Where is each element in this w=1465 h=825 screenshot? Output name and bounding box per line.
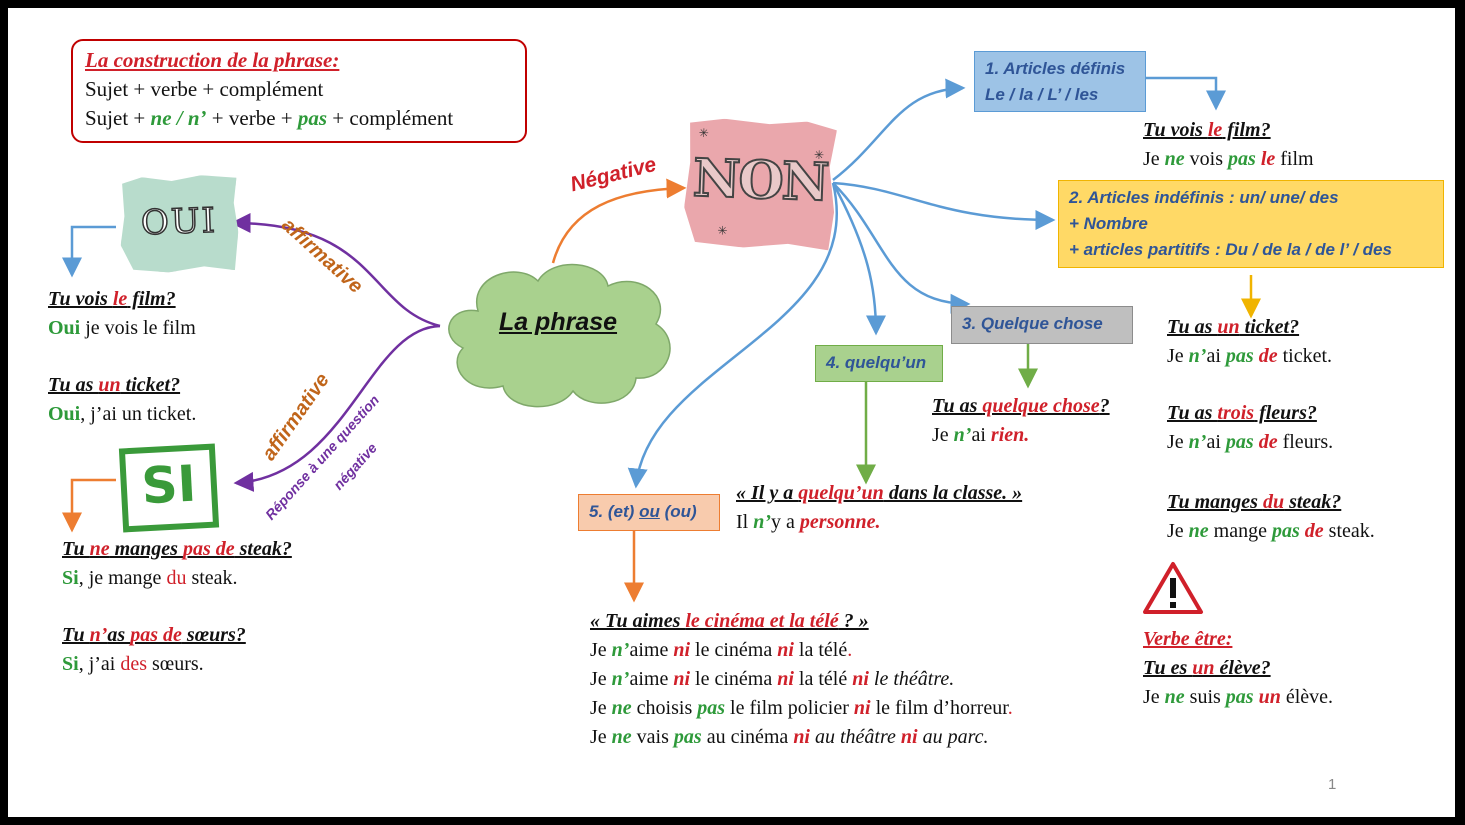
star-mark-icon: ✳: [813, 147, 825, 163]
si-answer-1: Si, je mange du steak.: [62, 567, 238, 589]
ex2-question-3: Tu manges du steak?: [1167, 491, 1342, 513]
oui-sticker: OUI: [118, 174, 239, 274]
box-quelquun: 4. quelqu’un: [815, 345, 943, 382]
ex3-question: Tu as quelque chose?: [932, 395, 1110, 417]
ex5-question: « Tu aimes le cinéma et la télé ? »: [590, 610, 869, 632]
box-1-line-2: Le / la / L’ / les: [985, 85, 1099, 104]
box-1-line-1: 1. Articles définis: [985, 59, 1126, 78]
example-3: Tu as quelque chose? Je n’ai rien.: [932, 392, 1110, 450]
star-mark-icon: ✳: [698, 125, 710, 141]
box-quelque-chose: 3. Quelque chose: [951, 306, 1133, 344]
ex2-answer-2: Je n’ai pas de fleurs.: [1167, 431, 1334, 453]
ex5-line-3: Je ne choisis pas le film policier ni le…: [590, 697, 1013, 719]
si-examples: Tu ne manges pas de steak? Si, je mange …: [62, 535, 292, 679]
si-label: SI: [140, 454, 198, 516]
ex2-answer-3: Je ne mange pas de steak.: [1167, 520, 1375, 542]
si-sticker: SI: [118, 443, 220, 533]
ex2-question-1: Tu as un ticket?: [1167, 316, 1300, 338]
verbe-etre: Verbe être: Tu es un élève? Je ne suis p…: [1143, 625, 1333, 712]
construction-line-1: Sujet + verbe + complément: [85, 77, 324, 101]
ex1-answer: Je ne vois pas le film: [1143, 148, 1314, 170]
non-sticker: NON ✳ ✳ ✳: [683, 117, 837, 250]
example-2b: Tu manges du steak? Je ne mange pas de s…: [1167, 488, 1375, 546]
slide: La construction de la phrase: Sujet + ve…: [8, 8, 1455, 817]
oui-answer-1: Oui je vois le film: [48, 317, 196, 339]
box-2-line-3: + articles partitifs : Du / de la / de l…: [1069, 240, 1392, 259]
ex4-question: « Il y a quelqu’un dans la classe. »: [736, 482, 1023, 504]
box-et-ou: 5. (et) ou (ou): [578, 494, 720, 531]
ex3-answer: Je n’ai rien.: [932, 424, 1030, 446]
box-3-label: 3. Quelque chose: [962, 314, 1103, 333]
ex5-line-4: Je ne vais pas au cinéma ni au théâtre n…: [590, 726, 989, 748]
si-answer-2: Si, j’ai des sœurs.: [62, 653, 204, 675]
star-mark-icon: ✳: [717, 223, 728, 238]
si-question-2: Tu n’as pas de sœurs?: [62, 624, 246, 646]
ex5-line-2: Je n’aime ni le cinéma ni la télé ni le …: [590, 668, 955, 690]
oui-question-2: Tu as un ticket?: [48, 374, 181, 396]
etre-title: Verbe être:: [1143, 628, 1233, 650]
ex4-answer: Il n’y a personne.: [736, 511, 881, 533]
center-label: La phrase: [498, 308, 618, 336]
ex2-answer-1: Je n’ai pas de ticket.: [1167, 345, 1333, 367]
phrase-cloud: [448, 263, 671, 408]
box-4-label: 4. quelqu’un: [826, 353, 927, 372]
construction-title: La construction de la phrase:: [85, 48, 340, 72]
box-2-line-1: 2. Articles indéfinis : un/ une/ des: [1069, 188, 1339, 207]
etre-question: Tu es un élève?: [1143, 657, 1271, 679]
si-question-1: Tu ne manges pas de steak?: [62, 538, 292, 560]
example-1: Tu vois le film? Je ne vois pas le film: [1143, 116, 1314, 174]
box-articles-indefinis: 2. Articles indéfinis : un/ une/ des + N…: [1058, 180, 1444, 268]
ex2-question-2: Tu as trois fleurs?: [1167, 402, 1317, 424]
box-2-line-2: + Nombre: [1069, 214, 1148, 233]
construction-line-2: Sujet + ne / n’ + verbe + pas + compléme…: [85, 106, 454, 130]
oui-label: OUI: [140, 200, 218, 244]
ex1-question: Tu vois le film?: [1143, 119, 1271, 141]
connector-lines: [62, 76, 1261, 603]
warning-icon: [1143, 562, 1203, 614]
page-number: 1: [1328, 776, 1337, 793]
example-4: « Il y a quelqu’un dans la classe. » Il …: [736, 479, 1022, 537]
oui-answer-2: Oui, j’ai un ticket.: [48, 403, 197, 425]
ex5-line-1: Je n’aime ni le cinéma ni la télé.: [590, 639, 853, 661]
example-2: Tu as un ticket? Je n’ai pas de ticket. …: [1167, 313, 1333, 457]
box-articles-definis: 1. Articles définis Le / la / L’ / les: [974, 51, 1146, 112]
etre-answer: Je ne suis pas un élève.: [1143, 686, 1334, 708]
example-5: « Tu aimes le cinéma et la télé ? » Je n…: [590, 607, 1013, 752]
construction-box: La construction de la phrase: Sujet + ve…: [71, 39, 527, 143]
oui-question-1: Tu vois le film?: [48, 288, 176, 310]
oui-examples: Tu vois le film? Oui je vois le film Tu …: [48, 285, 196, 429]
